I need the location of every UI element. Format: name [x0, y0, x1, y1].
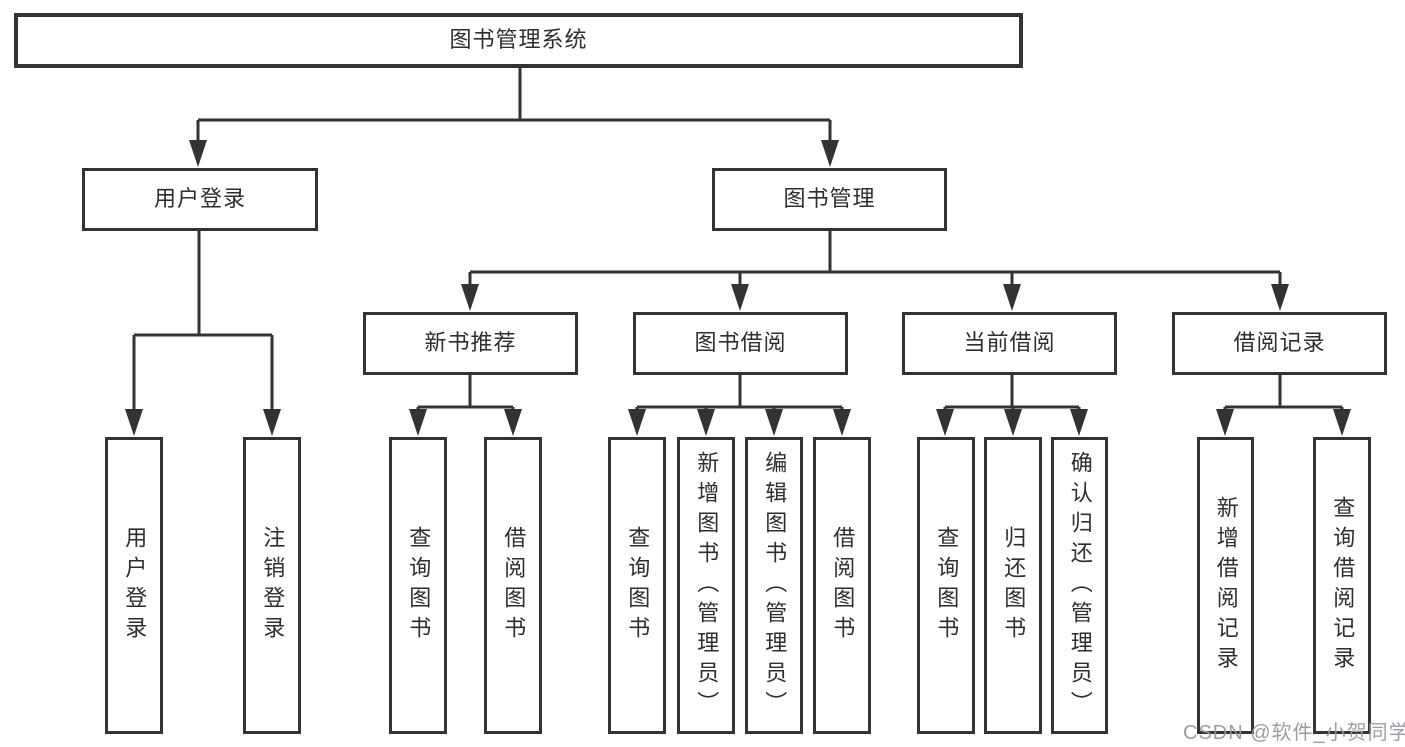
node-label: 查询借阅记录 — [1330, 495, 1356, 676]
node-label: 新书推荐 — [424, 330, 517, 356]
node-label: 编辑图书（管理员） — [762, 450, 788, 721]
arrowhead-icons — [125, 140, 1351, 436]
node-book-management-module: 图书管理 — [712, 168, 947, 231]
node-book-borrow: 图书借阅 — [633, 312, 848, 375]
node-label: 注销登录 — [260, 525, 286, 646]
node-user-login-module: 用户登录 — [82, 168, 318, 231]
leaf-confirm-return-admin: 确认归还（管理员） — [1051, 437, 1108, 734]
node-label: 查询图书 — [625, 525, 651, 646]
leaf-borrow-books: 借阅图书 — [813, 437, 871, 734]
leaf-query-books-current: 查询图书 — [917, 437, 975, 734]
node-label: 当前借阅 — [963, 330, 1056, 356]
node-current-borrow: 当前借阅 — [902, 312, 1117, 375]
leaf-borrow-books-recommend: 借阅图书 — [484, 437, 542, 734]
node-label: 图书管理系统 — [449, 27, 588, 53]
node-label: 查询图书 — [934, 525, 960, 646]
node-label: 借阅图书 — [501, 525, 527, 646]
node-label: 借阅图书 — [830, 525, 856, 646]
node-label: 查询图书 — [406, 525, 432, 646]
node-label: 借阅记录 — [1233, 330, 1326, 356]
node-borrow-record: 借阅记录 — [1172, 312, 1387, 375]
leaf-query-books-recommend: 查询图书 — [389, 437, 447, 734]
leaf-edit-books-admin: 编辑图书（管理员） — [745, 437, 803, 734]
leaf-return-books: 归还图书 — [984, 437, 1042, 734]
node-new-book-recommend: 新书推荐 — [363, 312, 578, 375]
node-label: 用户登录 — [153, 186, 246, 212]
csdn-watermark: CSDN @软件_小贺同学 — [1183, 722, 1405, 744]
node-label: 图书管理 — [783, 186, 876, 212]
node-label: 确认归还（管理员） — [1067, 450, 1093, 721]
leaf-query-books-borrow: 查询图书 — [608, 437, 666, 734]
node-label: 用户登录 — [122, 525, 148, 646]
leaf-query-borrow-record: 查询借阅记录 — [1313, 437, 1371, 734]
node-root-system: 图书管理系统 — [14, 13, 1023, 68]
leaf-add-borrow-record: 新增借阅记录 — [1197, 437, 1254, 734]
node-label: 图书借阅 — [694, 330, 787, 356]
leaf-logout: 注销登录 — [243, 437, 301, 734]
node-label: 新增图书（管理员） — [694, 450, 720, 721]
node-label: 归还图书 — [1001, 525, 1027, 646]
node-label: 新增借阅记录 — [1213, 495, 1239, 676]
leaf-user-login: 用户登录 — [105, 437, 163, 734]
leaf-add-books-admin: 新增图书（管理员） — [677, 437, 735, 734]
